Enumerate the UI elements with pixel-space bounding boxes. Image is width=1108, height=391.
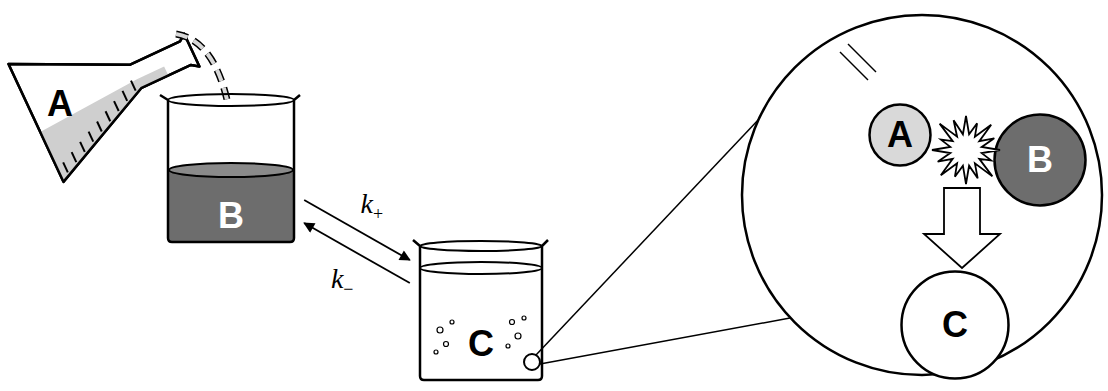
- collision-starburst: [932, 116, 1000, 184]
- zoom-leader: [540, 318, 790, 364]
- node-label: A: [47, 86, 73, 122]
- motion-line: [848, 44, 876, 72]
- node-label: C: [468, 326, 494, 362]
- rate-constant: k+: [361, 190, 384, 218]
- beaker-b: [160, 94, 300, 242]
- node-label: A: [887, 117, 913, 153]
- edge-label: k−: [331, 263, 354, 294]
- node-label: C: [942, 307, 968, 343]
- molecule-circle: A: [868, 103, 932, 167]
- flask-label: A: [38, 82, 82, 126]
- rate-constant: k−: [331, 265, 354, 293]
- motion-line: [840, 52, 868, 80]
- reaction-arrow: [304, 223, 410, 283]
- molecule-circle: C: [900, 270, 1010, 380]
- beaker-node: B: [170, 100, 292, 240]
- reaction-arrow: [304, 200, 410, 260]
- edge-label: k+: [361, 188, 384, 219]
- beaker-c: [413, 240, 548, 380]
- zoom-leader: [536, 118, 760, 355]
- flask: [8, 0, 219, 182]
- node-label: B: [1027, 142, 1053, 178]
- molecule-circle: B: [993, 113, 1087, 207]
- node-label: B: [218, 198, 244, 234]
- reaction-arrow: [924, 188, 1000, 268]
- beaker-node: C: [422, 246, 540, 378]
